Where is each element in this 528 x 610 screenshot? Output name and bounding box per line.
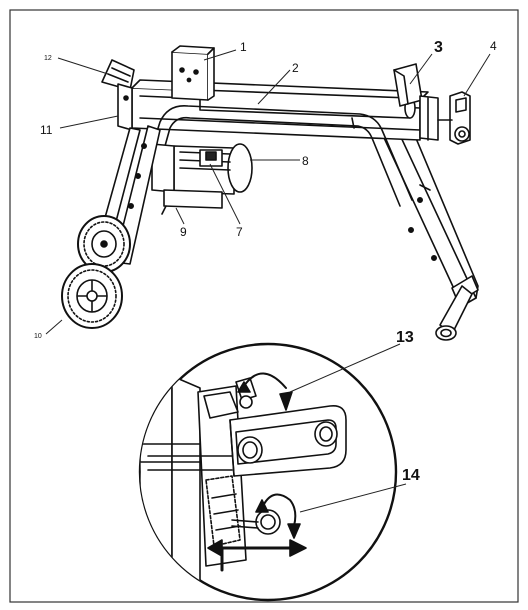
leader-14	[299, 483, 407, 513]
callout-12: 12	[44, 55, 52, 62]
oil-tank	[163, 189, 223, 209]
motor-end-cap	[227, 143, 253, 193]
callout-1: 1	[240, 40, 247, 54]
callout-4: 4	[490, 39, 497, 53]
callout-9: 9	[180, 225, 187, 239]
bolt-lower	[255, 509, 281, 535]
leader-9	[175, 207, 185, 225]
leader-13	[289, 343, 401, 393]
callout-10: 10	[34, 333, 42, 340]
leader-11	[59, 115, 119, 129]
log-splitter	[61, 45, 479, 341]
leader-7	[209, 163, 241, 225]
handle-frame-tube	[147, 105, 413, 201]
rotate-arrow-13	[243, 372, 287, 389]
bolt-upper-left	[237, 436, 263, 464]
callout-8: 8	[302, 154, 309, 168]
callout-2: 2	[292, 61, 299, 75]
leader-3	[409, 53, 433, 85]
callout-3: 3	[434, 39, 443, 56]
callout-7: 7	[236, 225, 243, 239]
callout-13: 13	[396, 329, 414, 346]
push-plate	[171, 51, 209, 101]
leader-lines	[45, 49, 491, 335]
rear-wheel	[77, 215, 131, 273]
callout-14: 14	[402, 467, 420, 484]
callout-11: 11	[40, 123, 53, 137]
front-wheel	[61, 263, 123, 329]
leader-10	[45, 319, 63, 335]
rotate-arrow-14	[261, 493, 297, 527]
detail-inset	[138, 342, 407, 602]
leader-1	[203, 49, 237, 61]
leader-4	[463, 53, 491, 97]
bolt-upper-right	[314, 421, 338, 447]
leader-12	[57, 57, 109, 75]
leader-2	[257, 69, 291, 105]
